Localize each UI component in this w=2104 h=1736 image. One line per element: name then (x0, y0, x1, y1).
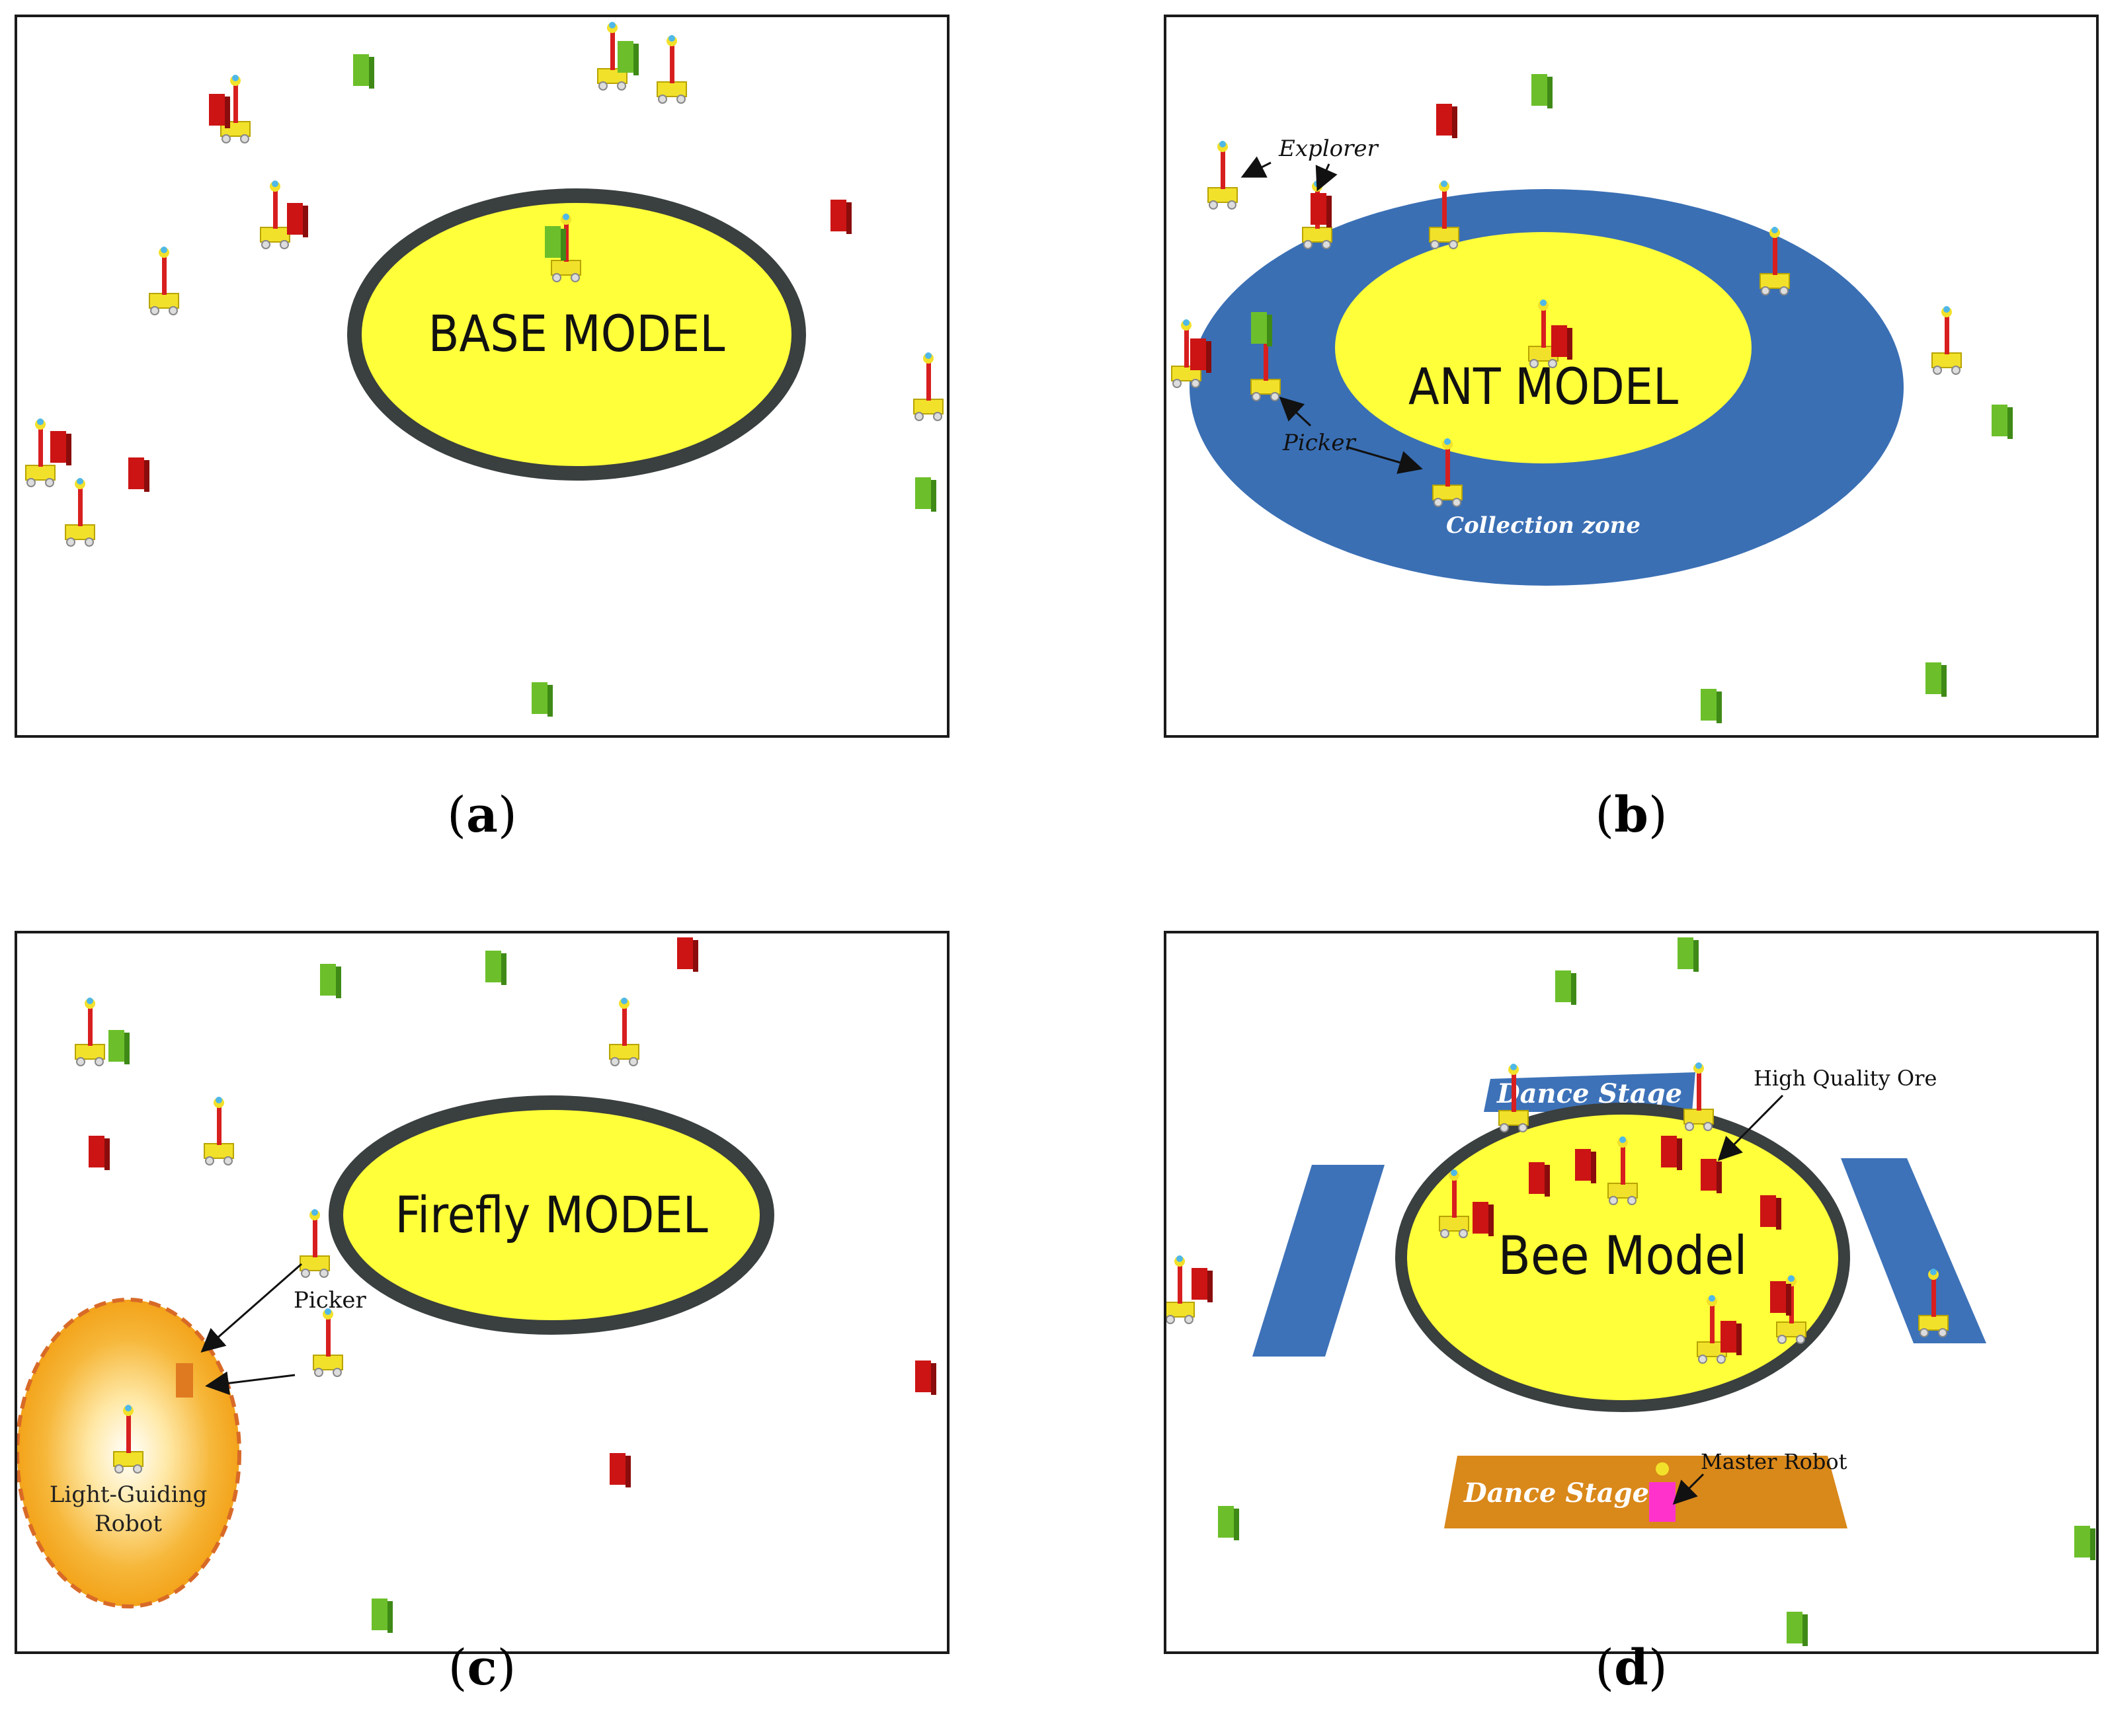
ore-block-icon (1701, 1159, 1722, 1193)
ore-block-icon (1251, 312, 1272, 346)
ore-block-icon (915, 1361, 936, 1395)
ore-block-icon (610, 1453, 631, 1487)
ore-block-icon (1311, 193, 1332, 227)
ore-block-icon (485, 951, 506, 985)
caption-b: (b) (1595, 787, 1668, 844)
robot-icon (1166, 1255, 1195, 1324)
robot-icon (313, 1308, 343, 1377)
explorer-label: Explorer (1278, 136, 1379, 162)
ore-block-icon (1720, 1321, 1742, 1355)
ore-block-icon (532, 682, 553, 717)
ore-block-icon (1992, 405, 2013, 439)
ore-block-icon (1760, 1195, 1781, 1230)
ore-block-icon (545, 226, 566, 260)
robot-icon (657, 34, 687, 104)
robot-icon (609, 997, 639, 1066)
nest-label: Firefly MODEL (395, 1185, 708, 1244)
pointer-arrow-icon (205, 1371, 296, 1396)
panel-firefly-model: Firefly MODEL Light-Guiding Robot Picker (15, 931, 950, 1654)
pointer-arrow-icon (1315, 163, 1338, 192)
robot-icon (1207, 140, 1238, 210)
robot-icon (260, 180, 290, 249)
ore-block-icon (287, 203, 308, 237)
master-robot-label: Master Robot (1701, 1449, 1847, 1474)
ore-block-icon (372, 1598, 393, 1633)
nest-ellipse (347, 188, 806, 481)
pointer-arrow-icon (1240, 156, 1272, 178)
robot-icon (75, 997, 105, 1066)
robot-icon (913, 352, 944, 421)
ore-block-icon (1218, 1506, 1239, 1540)
pointer-arrow-icon (1672, 1473, 1705, 1505)
panel-bee-model: Dance Stage Dance Stage Bee Model High Q… (1164, 931, 2099, 1654)
ore-block-icon (1531, 74, 1553, 108)
ore-block-icon (1770, 1281, 1791, 1316)
ore-block-icon (677, 937, 698, 972)
ore-block-icon (1661, 1136, 1682, 1170)
ore-block-icon (128, 457, 149, 492)
ore-block-icon (1473, 1202, 1494, 1236)
ore-block-icon (1925, 662, 1947, 697)
dance-stage-left (1252, 1165, 1385, 1357)
robot-icon (300, 1208, 330, 1278)
ore-block-icon (1551, 325, 1572, 360)
ore-label: High Quality Ore (1754, 1066, 1937, 1091)
ore-block-icon (50, 431, 71, 465)
ore-block-icon (1678, 937, 1699, 972)
ore-block-icon (1555, 970, 1576, 1005)
nest-ellipse (329, 1095, 774, 1335)
dance-stage-bottom (1444, 1456, 1847, 1528)
ore-block-icon (830, 200, 852, 234)
ore-block-icon (1436, 104, 1457, 138)
ore-block-icon (915, 477, 936, 512)
dance-stage-right (1841, 1158, 1986, 1343)
collection-zone-label: Collection zone (1446, 512, 1640, 539)
pointer-arrow-icon (1279, 396, 1312, 427)
nest-label: BASE MODEL (428, 304, 725, 363)
robot-icon (1931, 305, 1962, 375)
pointer-arrow-icon (200, 1263, 302, 1353)
caption-d: (d) (1595, 1639, 1668, 1696)
guide-label-line2: Robot (95, 1511, 162, 1537)
ore-block-icon (1701, 689, 1722, 723)
ore-block-icon (176, 1363, 193, 1398)
ore-block-icon (1529, 1162, 1550, 1197)
nest-label: ANT MODEL (1408, 357, 1678, 416)
robot-icon (65, 477, 95, 547)
caption-a: (a) (447, 787, 517, 844)
panel-ant-model: ANT MODEL Collection zone Explorer Picke… (1164, 15, 2099, 738)
dance-stage-top (1484, 1072, 1695, 1112)
ore-block-icon (1190, 338, 1211, 373)
ore-block-icon (108, 1030, 130, 1064)
ore-block-icon (1192, 1268, 1213, 1302)
dance-stage-bottom-label: Dance Stage (1463, 1478, 1649, 1509)
ore-block-icon (209, 94, 230, 128)
pointer-arrow-icon (1346, 446, 1423, 474)
robot-icon (149, 246, 179, 315)
ore-block-icon (618, 41, 639, 75)
nest-label: Bee Model (1498, 1225, 1748, 1286)
guide-label-line1: Light-Guiding (50, 1481, 208, 1508)
panel-base-model: BASE MODEL (15, 15, 950, 738)
ore-block-icon (1575, 1149, 1596, 1183)
ore-block-icon (353, 54, 374, 89)
picker-label: Picker (1282, 430, 1357, 456)
ore-block-icon (1787, 1612, 1808, 1646)
ore-block-icon (89, 1136, 110, 1170)
master-robot (1649, 1482, 1676, 1522)
robot-icon (204, 1096, 234, 1165)
caption-c: (c) (448, 1639, 516, 1696)
pointer-arrow-icon (1717, 1094, 1784, 1162)
picker-label: Picker (294, 1287, 367, 1314)
ore-block-icon (2074, 1526, 2095, 1560)
ore-block-icon (320, 964, 341, 998)
